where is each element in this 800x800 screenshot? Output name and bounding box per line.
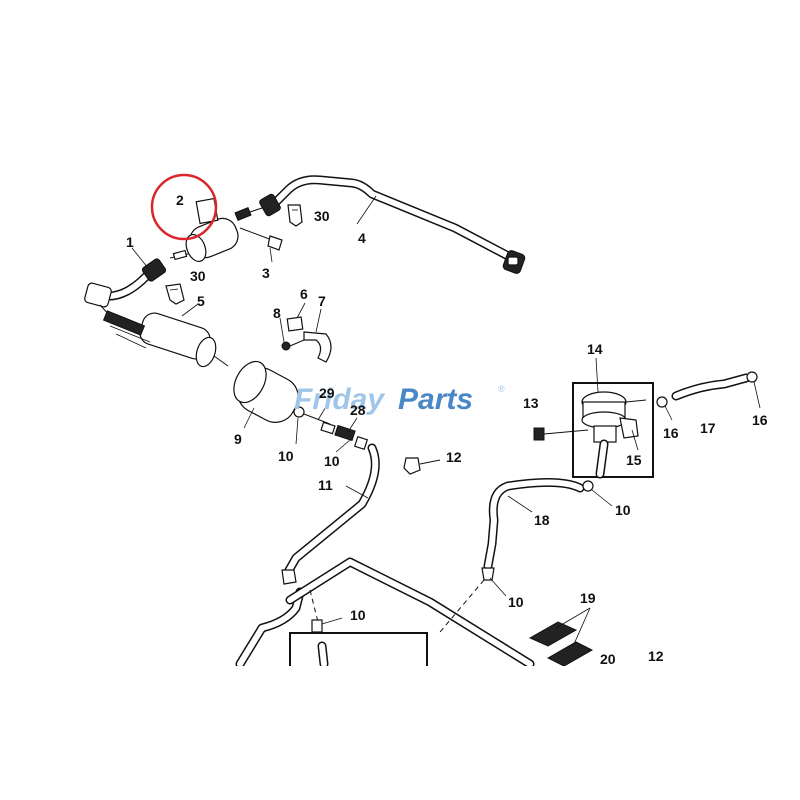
fuel-filter-part-9 bbox=[233, 360, 299, 423]
pads-part-19 bbox=[528, 621, 594, 667]
callout-17: 17 bbox=[700, 420, 716, 436]
callout-12-bottom: 12 bbox=[648, 648, 664, 664]
callout-20: 20 bbox=[600, 651, 616, 667]
callout-9: 9 bbox=[234, 431, 242, 447]
pressure-regulator-part-14 bbox=[572, 382, 654, 479]
mounting-strap-parts-6-7-8 bbox=[281, 316, 332, 363]
callout-7: 7 bbox=[318, 293, 326, 309]
fuel-line-hose-4 bbox=[259, 175, 526, 274]
callout-13: 13 bbox=[523, 395, 539, 411]
fuel-line-connector-part-1 bbox=[84, 258, 167, 319]
return-hose-part-17 bbox=[656, 371, 758, 408]
hose-clip-30-top bbox=[287, 204, 303, 227]
callout-10-right: 10 bbox=[615, 502, 631, 518]
fuel-pump-module-part-5 bbox=[102, 310, 229, 368]
callout-30-top: 30 bbox=[314, 208, 330, 224]
callout-18: 18 bbox=[534, 512, 550, 528]
callout-3: 3 bbox=[262, 265, 270, 281]
image-bottom-margin bbox=[0, 666, 800, 800]
hose-clip-30-lower bbox=[165, 283, 185, 305]
watermark-logo: Friday Parts ® bbox=[294, 383, 505, 416]
callout-29: 29 bbox=[319, 385, 335, 401]
highlight-circle bbox=[150, 173, 218, 241]
lower-fuel-lines bbox=[235, 557, 535, 674]
screw-part-3 bbox=[239, 227, 283, 251]
callout-10-filter: 10 bbox=[278, 448, 294, 464]
callout-19: 19 bbox=[580, 590, 596, 606]
svg-text:®: ® bbox=[498, 384, 505, 394]
callout-12-clip: 12 bbox=[446, 449, 462, 465]
callout-15: 15 bbox=[626, 452, 642, 468]
fuel-hose-part-18 bbox=[481, 477, 594, 581]
callout-14: 14 bbox=[587, 341, 603, 357]
clamps-and-fittings-10-28-29 bbox=[293, 406, 369, 451]
callout-6: 6 bbox=[300, 286, 308, 302]
callout-28: 28 bbox=[350, 402, 366, 418]
callout-4: 4 bbox=[358, 230, 366, 246]
svg-text:Parts: Parts bbox=[398, 383, 473, 416]
clip-part-12 bbox=[403, 457, 441, 475]
fuel-pump-part-2 bbox=[169, 197, 263, 263]
callout-30-lower: 30 bbox=[190, 268, 206, 284]
callout-5: 5 bbox=[197, 293, 205, 309]
callout-11: 11 bbox=[318, 477, 333, 493]
callout-16-right: 16 bbox=[752, 412, 768, 428]
callout-16-left: 16 bbox=[663, 425, 679, 441]
bolt-part-13 bbox=[533, 427, 589, 441]
fuel-hose-part-11 bbox=[281, 443, 380, 585]
callout-10-bottom: 10 bbox=[350, 607, 366, 623]
callout-labels: 2 30 4 1 3 30 5 6 7 8 14 29 28 13 16 17 … bbox=[126, 192, 768, 679]
callout-2: 2 bbox=[176, 192, 184, 208]
callout-10-fitting: 10 bbox=[324, 453, 340, 469]
svg-text:Friday: Friday bbox=[294, 383, 385, 416]
callout-1: 1 bbox=[126, 234, 134, 250]
callout-8: 8 bbox=[273, 305, 281, 321]
callout-10-lower: 10 bbox=[508, 594, 524, 610]
leader-lines bbox=[131, 195, 761, 645]
